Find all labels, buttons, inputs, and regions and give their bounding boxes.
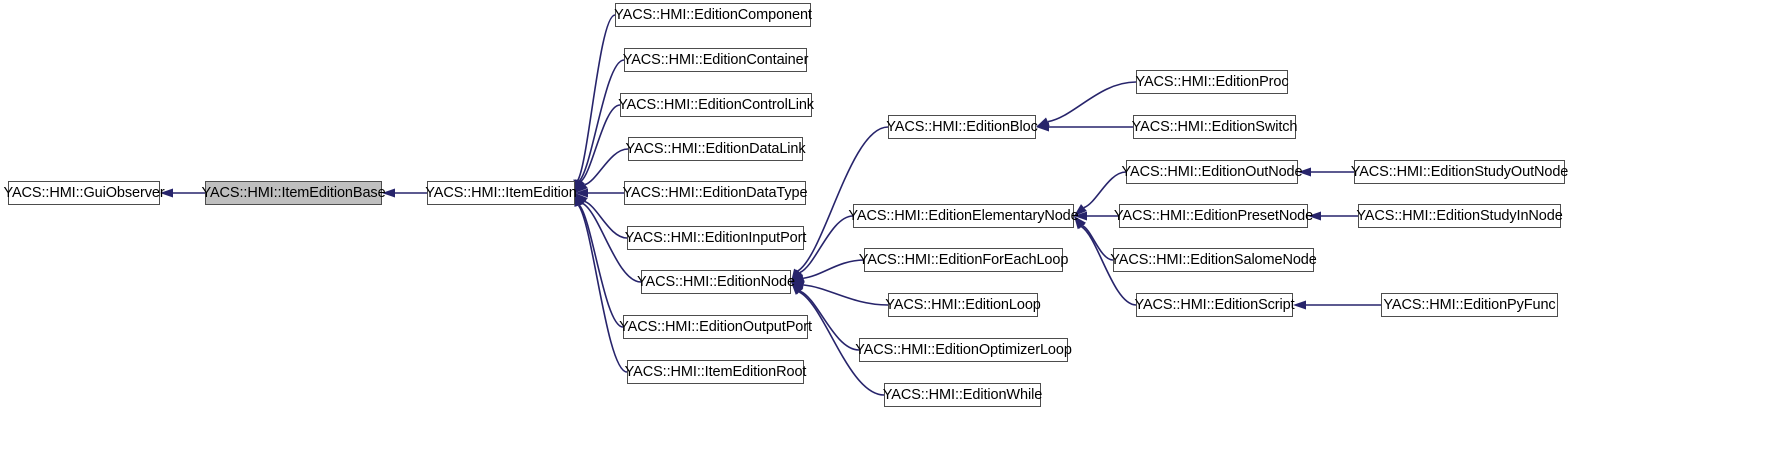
inheritance-edge-editionoutputport-to-itemedition (575, 193, 624, 328)
class-node-editionsalomenode[interactable]: YACS::HMI::EditionSalomeNode (1110, 248, 1317, 272)
class-node-editionnode[interactable]: YACS::HMI::EditionNode (637, 270, 795, 294)
class-node-editionswitch[interactable]: YACS::HMI::EditionSwitch (1132, 115, 1297, 139)
class-node-editionoptimizerloop[interactable]: YACS::HMI::EditionOptimizerLoop (855, 338, 1072, 362)
class-node-editiondatalink[interactable]: YACS::HMI::EditionDataLink (625, 137, 806, 161)
class-node-itemeditionbase[interactable]: YACS::HMI::ItemEditionBase (201, 181, 386, 205)
class-node-editionpresetnode[interactable]: YACS::HMI::EditionPresetNode (1114, 204, 1313, 228)
class-node-editionscript[interactable]: YACS::HMI::EditionScript (1134, 293, 1295, 317)
inheritance-edge-editionstudyinnode-to-editionpresetnode (1308, 211, 1358, 221)
class-node-editionforeachloop[interactable]: YACS::HMI::EditionForEachLoop (859, 248, 1068, 272)
inheritance-edge-editionsalomenode-to-editionelementarynode (1074, 216, 1114, 261)
class-node-editioncontainer[interactable]: YACS::HMI::EditionContainer (623, 48, 808, 72)
class-node-editionwhile[interactable]: YACS::HMI::EditionWhile (883, 383, 1042, 407)
class-node-itemeditionroot[interactable]: YACS::HMI::ItemEditionRoot (625, 360, 806, 384)
inheritance-edge-itemedition-to-itemeditionbase (382, 188, 427, 198)
inheritance-edge-editioninputport-to-itemedition (575, 193, 628, 239)
inheritance-edge-editionforeachloop-to-editionnode (791, 259, 865, 283)
class-node-editionoutnode[interactable]: YACS::HMI::EditionOutNode (1122, 160, 1303, 184)
class-node-editionoutputport[interactable]: YACS::HMI::EditionOutputPort (619, 315, 812, 339)
class-node-editionstudyinnode[interactable]: YACS::HMI::EditionStudyInNode (1356, 204, 1563, 228)
inheritance-edge-editionswitch-to-editionbloc (1036, 122, 1133, 132)
class-node-editioncontrollink[interactable]: YACS::HMI::EditionControlLink (618, 93, 814, 117)
class-node-editiondatatype[interactable]: YACS::HMI::EditionDataType (623, 181, 808, 205)
inheritance-edge-editionloop-to-editionnode (791, 280, 889, 306)
class-node-editionelementarynode[interactable]: YACS::HMI::EditionElementaryNode (848, 204, 1079, 228)
class-node-editionloop[interactable]: YACS::HMI::EditionLoop (885, 293, 1041, 317)
inheritance-edge-editiondatatype-to-itemedition (575, 188, 624, 198)
inheritance-edge-editiondatalink-to-itemedition (575, 148, 629, 193)
class-node-editionproc[interactable]: YACS::HMI::EditionProc (1135, 70, 1289, 94)
inheritance-edge-itemeditionbase-to-guiobserver (160, 188, 205, 198)
class-node-editioncomponent[interactable]: YACS::HMI::EditionComponent (614, 3, 812, 27)
class-node-editionbloc[interactable]: YACS::HMI::EditionBloc (886, 115, 1038, 139)
class-node-editioninputport[interactable]: YACS::HMI::EditionInputPort (625, 226, 806, 250)
class-node-editionstudyoutnode[interactable]: YACS::HMI::EditionStudyOutNode (1351, 160, 1568, 184)
inheritance-edge-editionstudyoutnode-to-editionoutnode (1298, 167, 1354, 177)
inheritance-edge-editionpyfunc-to-editionscript (1293, 300, 1381, 310)
inheritance-edge-editioncomponent-to-itemedition (573, 14, 616, 193)
inheritance-edge-editionproc-to-editionbloc (1036, 81, 1137, 127)
class-node-guiobserver[interactable]: YACS::HMI::GuiObserver (3, 181, 165, 205)
inheritance-edge-itemeditionroot-to-itemedition (574, 193, 628, 373)
class-node-editionpyfunc[interactable]: YACS::HMI::EditionPyFunc (1381, 293, 1558, 317)
inheritance-edge-editionpresetnode-to-editionelementarynode (1074, 211, 1119, 221)
inheritance-edge-editioncontainer-to-itemedition (575, 59, 625, 193)
class-node-itemedition[interactable]: YACS::HMI::ItemEdition (425, 181, 577, 205)
inheritance-edge-editioncontrollink-to-itemedition (575, 104, 621, 193)
